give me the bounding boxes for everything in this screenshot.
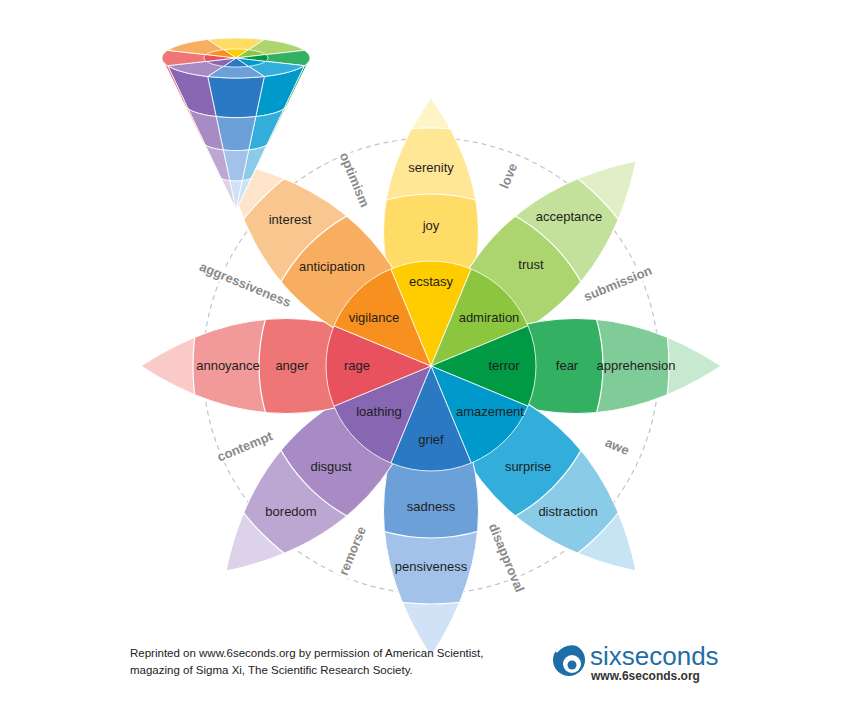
emotion-segment: annoyance	[196, 359, 260, 373]
emotion-segment: distraction	[538, 505, 597, 519]
petal-band	[259, 194, 603, 538]
emotion-segment: boredom	[265, 505, 316, 519]
emotion-segment: anticipation	[299, 260, 365, 274]
emotion-label: annoyance	[196, 359, 260, 373]
brand-name: sixseconds	[590, 643, 719, 669]
cone-band	[205, 145, 230, 181]
cone-band	[203, 142, 221, 179]
petal-band	[31, 0, 831, 724]
logo-disc	[553, 644, 585, 676]
emotion-label: distraction	[538, 505, 597, 519]
emotion-petal	[31, 0, 831, 724]
petal-band	[31, 0, 831, 724]
emotion-label: anger	[275, 359, 308, 373]
emotion-segment: anger	[275, 359, 308, 373]
dyad-label: awe	[601, 435, 633, 459]
cone-top	[206, 50, 236, 58]
emotion-label: pensiveness	[395, 560, 467, 574]
emotion-label: disgust	[310, 460, 351, 474]
cone-top	[168, 40, 236, 58]
emotion-segment: ecstasy	[409, 275, 453, 289]
emotion-segment: amazement	[456, 405, 524, 419]
emotion-petal	[31, 0, 831, 724]
cone-band	[188, 109, 223, 150]
emotion-petal	[31, 0, 831, 724]
emotion-label: amazement	[456, 405, 524, 419]
dyad-label: submission	[580, 263, 656, 305]
dyad-label: disapproval	[485, 520, 528, 597]
logo-hole	[563, 655, 581, 673]
petal-band	[259, 194, 603, 538]
emotion-segment: pensiveness	[395, 560, 467, 574]
emotion-segment: admiration	[459, 311, 520, 325]
emotion-segment: terror	[488, 359, 519, 373]
emotion-label: sadness	[407, 500, 455, 514]
emotion-label: anticipation	[299, 260, 365, 274]
emotion-segment: apprehension	[597, 359, 676, 373]
emotion-segment: acceptance	[536, 210, 603, 224]
petal-band	[259, 194, 603, 538]
dyad-label: remorse	[336, 523, 370, 580]
emotion-label: surprise	[505, 460, 551, 474]
emotion-label: rage	[344, 359, 370, 373]
petal-band	[259, 194, 603, 538]
emotion-label: interest	[269, 213, 312, 227]
emotion-label: vigilance	[349, 311, 400, 325]
cone-band	[184, 104, 205, 145]
petal-band	[31, 0, 831, 724]
petal-band	[259, 194, 603, 538]
emotion-label: joy	[423, 219, 440, 233]
emotion-petal	[31, 0, 831, 724]
emotion-petal	[31, 0, 831, 724]
emotion-petal	[31, 0, 831, 724]
emotion-segment: trust	[518, 258, 543, 272]
brand-url: www.6seconds.org	[591, 670, 700, 683]
dyad-label: aggressiveness	[195, 259, 294, 311]
emotion-segment: joy	[423, 219, 440, 233]
emotion-label: fear	[556, 359, 578, 373]
petal-band	[31, 0, 831, 724]
emotion-label: loathing	[356, 405, 402, 419]
emotion-label: apprehension	[597, 359, 676, 373]
logo-mark	[553, 644, 585, 676]
petal-band	[259, 194, 603, 538]
emotion-label: trust	[518, 258, 543, 272]
emotion-segment: grief	[418, 433, 443, 447]
petal-band	[31, 0, 831, 724]
emotion-petal	[31, 0, 831, 724]
emotion-label: boredom	[265, 505, 316, 519]
emotion-segment: loathing	[356, 405, 402, 419]
emotion-label: grief	[418, 433, 443, 447]
emotion-segment: disgust	[310, 460, 351, 474]
cone-band	[208, 76, 265, 117]
dyad-label: love	[497, 159, 522, 192]
credit-note: Reprinted on www.6seconds.org by permiss…	[130, 645, 492, 679]
emotion-segment: vigilance	[349, 311, 400, 325]
petal-band	[31, 0, 831, 724]
dyad-label: contempt	[213, 428, 276, 465]
petal-band	[259, 194, 603, 538]
emotion-segment: sadness	[407, 500, 455, 514]
emotion-label: admiration	[459, 311, 520, 325]
emotion-petal	[31, 0, 831, 724]
emotion-segment: serenity	[408, 161, 454, 175]
emotion-segment: rage	[344, 359, 370, 373]
emotion-label: terror	[488, 359, 519, 373]
petal-band	[31, 0, 831, 724]
cone-model	[162, 38, 310, 210]
petal-band	[259, 194, 603, 538]
emotion-segment: fear	[556, 359, 578, 373]
petal-band	[31, 0, 831, 724]
emotion-label: acceptance	[536, 210, 603, 224]
emotion-label: ecstasy	[409, 275, 453, 289]
logo-swirl	[556, 644, 582, 652]
logo-dot	[568, 661, 577, 670]
emotion-segment: interest	[269, 213, 312, 227]
cone-band	[220, 177, 236, 210]
emotion-segment: surprise	[505, 460, 551, 474]
emotion-label: serenity	[408, 161, 454, 175]
dyad-label: optimism	[336, 149, 373, 212]
